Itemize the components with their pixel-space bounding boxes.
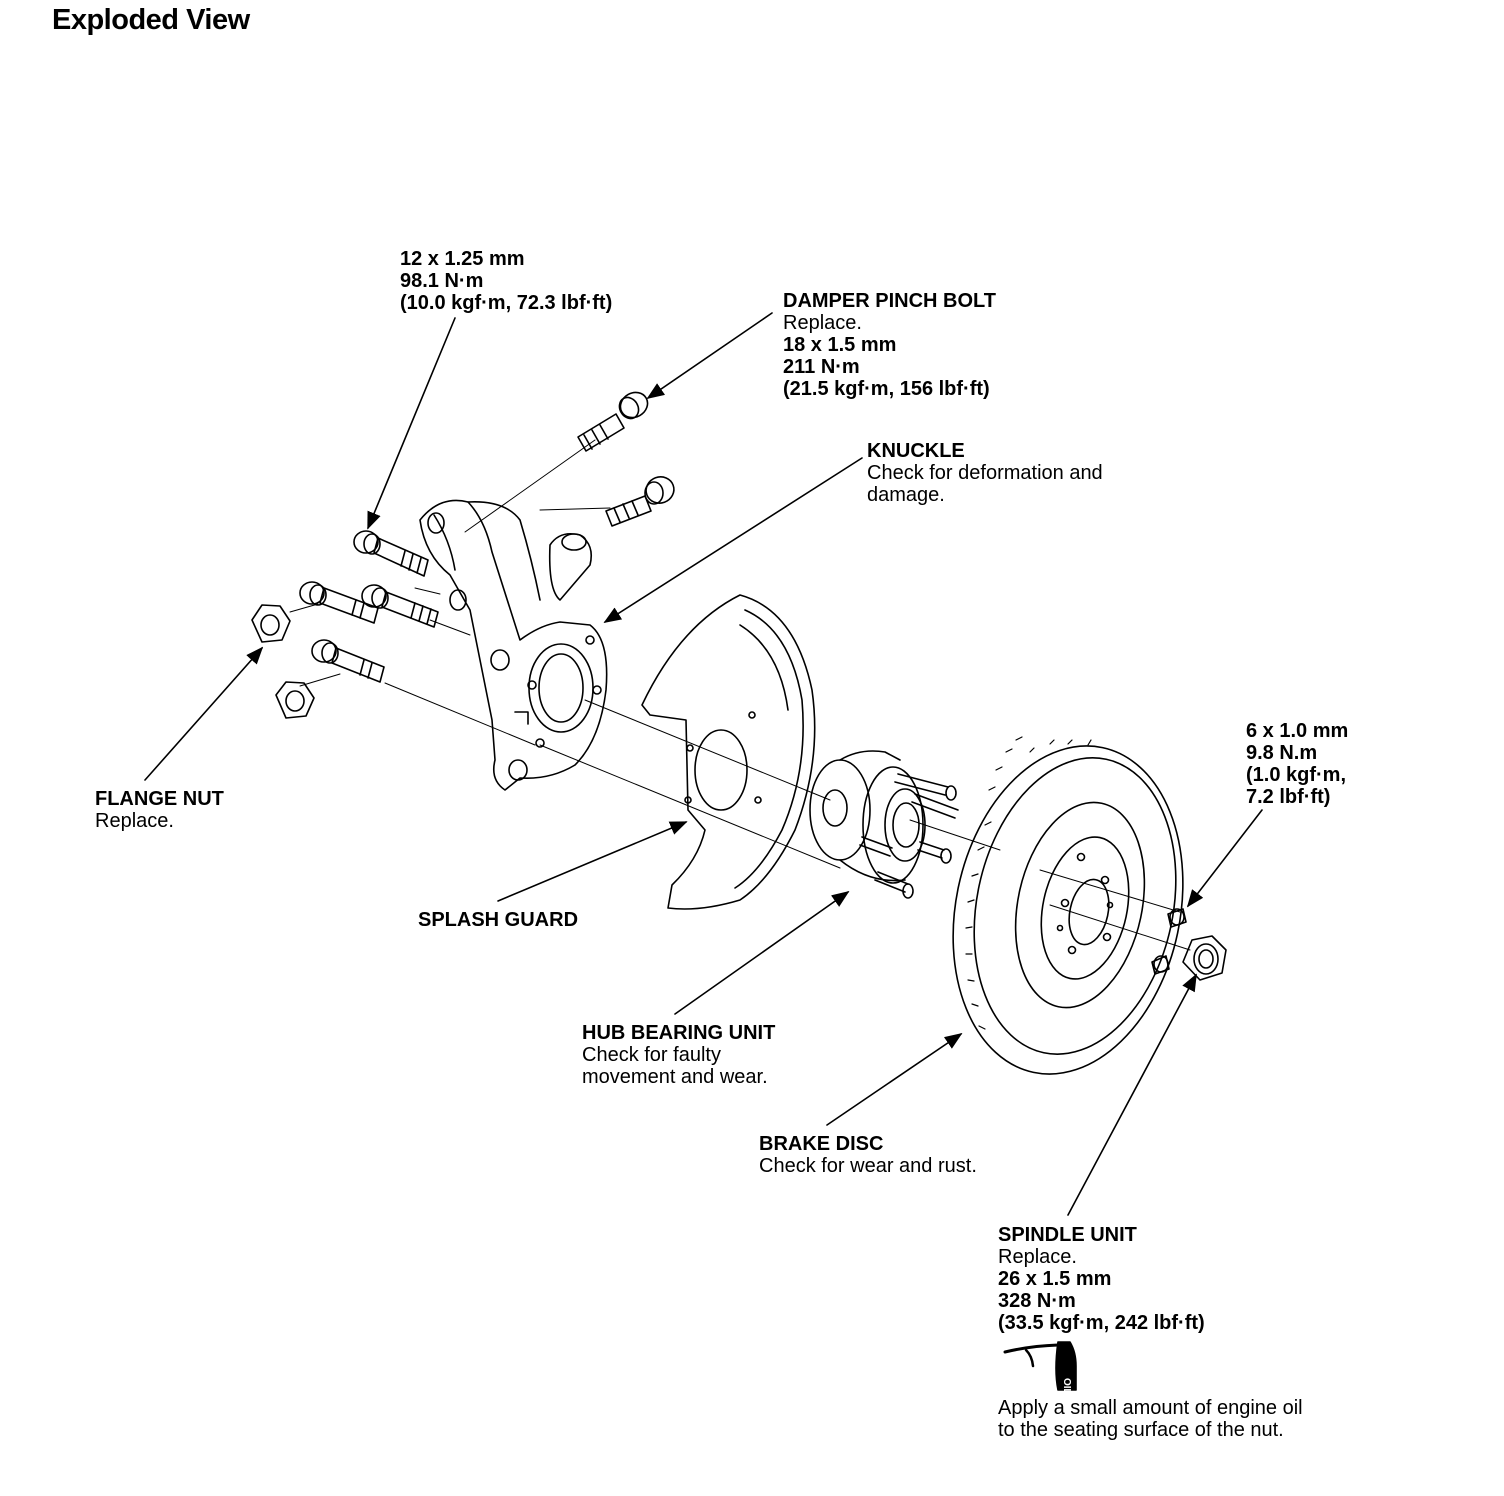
spec-line: (1.0 kgf·m,: [1246, 764, 1347, 786]
part-note: damage.: [867, 484, 945, 506]
brake-disc-vent-slots: [965, 736, 1092, 1030]
spec-line: 211 N·m: [783, 356, 860, 378]
part-note: Check for deformation and: [867, 462, 1103, 484]
spec-line: 6 x 1.0 mm: [1246, 720, 1349, 742]
disc-screws: [1151, 908, 1187, 975]
part-note: Replace.: [95, 810, 174, 832]
part-note: Check for wear and rust.: [759, 1155, 977, 1177]
part-name: SPLASH GUARD: [418, 909, 579, 931]
knuckle: [419, 499, 608, 791]
note-line: to the seating surface of the nut.: [998, 1419, 1284, 1441]
flange-nut-upper: [251, 604, 291, 643]
hub-bearing-unit: [809, 750, 959, 899]
flange-nut-callout: FLANGE NUT Replace.: [95, 788, 224, 832]
spec-line: (21.5 kgf·m, 156 lbf·ft): [783, 378, 990, 400]
brake-disc-callout: BRAKE DISC Check for wear and rust.: [759, 1133, 977, 1177]
part-note: Replace.: [783, 312, 862, 334]
part-name: DAMPER PINCH BOLT: [783, 290, 996, 312]
part-note: Check for faulty: [582, 1044, 721, 1066]
spec-line: 9.8 N.m: [1246, 742, 1318, 764]
part-name: HUB BEARING UNIT: [582, 1022, 776, 1044]
assembly-axis-lines: [289, 439, 1191, 951]
damper-pinch-bolt-callout: DAMPER PINCH BOLT Replace. 18 x 1.5 mm 2…: [783, 290, 996, 400]
hub-bearing-unit-callout: HUB BEARING UNIT Check for faulty moveme…: [582, 1022, 775, 1088]
spec-line: 26 x 1.5 mm: [998, 1268, 1112, 1290]
flange-nut-lower: [275, 681, 315, 719]
disc-screw-torque-spec: 6 x 1.0 mm 9.8 N.m (1.0 kgf·m, 7.2 lbf·f…: [1246, 720, 1348, 808]
spec-line: 12 x 1.25 mm: [400, 248, 525, 270]
part-name: FLANGE NUT: [95, 788, 224, 810]
splash-guard-callout: SPLASH GUARD: [418, 909, 578, 931]
spec-line: 98.1 N·m: [400, 270, 484, 292]
upper-knuckle-bolt: [605, 476, 675, 527]
damper-pinch-bolt: [577, 391, 649, 452]
spec-line: (10.0 kgf·m, 72.3 lbf·ft): [400, 292, 613, 314]
spec-line: 7.2 lbf·ft): [1246, 786, 1331, 808]
note-line: Apply a small amount of engine oil: [998, 1397, 1303, 1419]
part-name: BRAKE DISC: [759, 1133, 884, 1155]
part-name: KNUCKLE: [867, 440, 965, 462]
spec-line: (33.5 kgf·m, 242 lbf·ft): [998, 1312, 1205, 1334]
flange-bolt-middle-2: [361, 584, 439, 628]
spec-line: 328 N·m: [998, 1290, 1076, 1312]
splash-guard: [641, 594, 816, 910]
knuckle-callout: KNUCKLE Check for deformation and damage…: [867, 440, 1103, 506]
knuckle-bolt-torque-spec: 12 x 1.25 mm 98.1 N·m (10.0 kgf·m, 72.3 …: [400, 248, 612, 314]
oil-can-icon: [1003, 1341, 1077, 1391]
part-note: Replace.: [998, 1246, 1077, 1268]
spindle-unit-callout: SPINDLE UNIT Replace. 26 x 1.5 mm 328 N·…: [998, 1224, 1205, 1334]
part-name: SPINDLE UNIT: [998, 1224, 1137, 1246]
page-title: Exploded View: [52, 4, 250, 36]
leader-lines: [144, 312, 1263, 1216]
part-note: movement and wear.: [582, 1066, 768, 1088]
brake-disc: [952, 745, 1184, 1075]
spindle-nut: [1182, 935, 1227, 981]
flange-bolt-upper: [353, 530, 429, 577]
flange-bolt-lower: [311, 639, 385, 683]
flange-bolt-middle-1: [299, 581, 379, 624]
oil-can-icon-label: OIL: [1061, 1378, 1072, 1395]
spec-line: 18 x 1.5 mm: [783, 334, 897, 356]
engine-oil-note: Apply a small amount of engine oil to th…: [998, 1397, 1303, 1441]
